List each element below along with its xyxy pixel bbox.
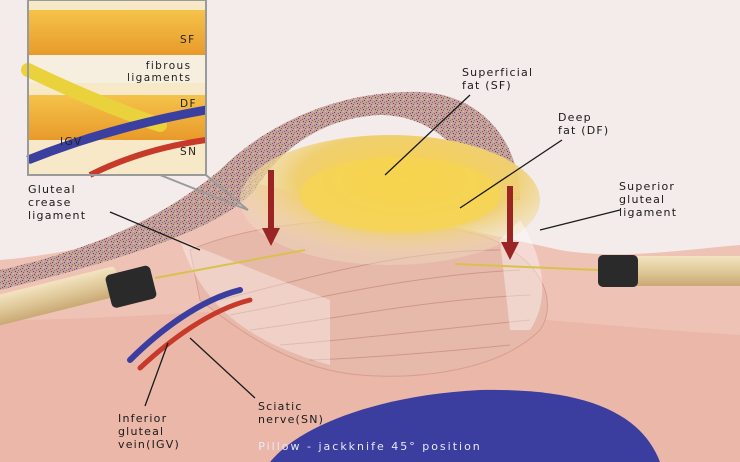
label-superior-gluteal-ligament: Superior gluteal ligament	[619, 180, 678, 219]
label-gluteal-crease-ligament: Gluteal crease ligament	[28, 183, 87, 222]
inset-label-fibrous-ligaments: fibrous ligaments	[127, 60, 192, 84]
sciatic-nerve	[137, 297, 253, 371]
label-inferior-gluteal-vein: Inferior gluteal vein(IGV)	[118, 412, 180, 451]
right-syringe	[454, 255, 740, 287]
label-sciatic-nerve: Sciatic nerve(SN)	[258, 400, 325, 426]
speckled-skin	[0, 91, 520, 290]
caption: Pillow - jackknife 45° position	[258, 440, 482, 453]
inset-label-sf: SF	[180, 34, 196, 46]
pressure-arrows	[262, 170, 519, 260]
inset-panel	[21, 0, 249, 211]
label-superficial-fat: Superficial fat (SF)	[462, 66, 534, 92]
inset-label-df: DF	[180, 98, 197, 110]
label-deep-fat: Deep fat (DF)	[558, 111, 610, 137]
left-syringe	[0, 249, 306, 326]
inferior-gluteal-vein	[127, 287, 243, 363]
pillow	[270, 389, 660, 462]
leader-lines	[109, 94, 621, 407]
inset-label-igv: IGV	[60, 136, 83, 148]
inset-label-sn: SN	[180, 146, 198, 158]
